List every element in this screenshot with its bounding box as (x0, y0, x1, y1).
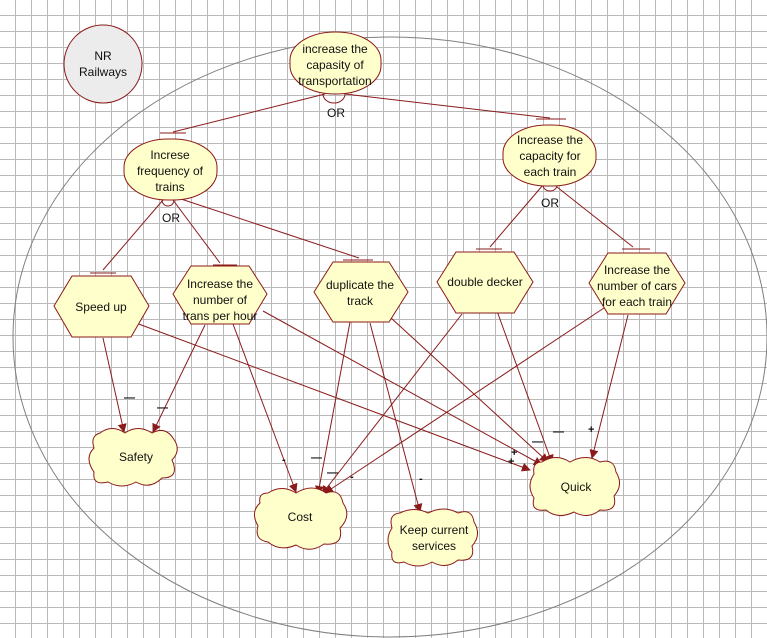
softgoal-label-line: services (412, 539, 456, 553)
task-label-line: for each train (602, 295, 672, 309)
goal-label-line: Increse (150, 148, 190, 162)
contribution-sign: + (588, 424, 594, 436)
goal-increase-capacity-each-train[interactable]: Increase the capacity for each train (502, 124, 597, 187)
softgoal-keep-current-services[interactable]: Keep current services (387, 508, 478, 567)
contribution-sign: - (419, 473, 423, 485)
contribution-links (102, 307, 629, 513)
task-label-line: Increase the (604, 263, 670, 277)
softgoal-label-line: Quick (561, 480, 593, 494)
softgoal-cost[interactable]: Cost (254, 487, 348, 550)
task-label-line: track (347, 294, 374, 308)
or-label: OR (327, 106, 345, 120)
contribution-sign: - (350, 471, 354, 483)
contribution-sign: — (311, 452, 322, 464)
task-label-line: number of cars (597, 279, 677, 293)
task-speed-up[interactable]: Speed up (53, 275, 150, 338)
contribution-sign: — (532, 436, 543, 448)
task-increase-cars-each-train[interactable]: Increase the number of cars for each tra… (588, 252, 686, 315)
softgoal-label-line: Cost (288, 510, 313, 524)
goal-label-line: increase the (302, 42, 368, 56)
contribution-sign: + (508, 456, 514, 468)
softgoal-label-line: Keep current (400, 523, 469, 537)
or-label: OR (541, 196, 559, 210)
goal-label-line: each train (524, 165, 577, 179)
contribution-sign: + (511, 447, 517, 459)
task-label-line: Increase the (187, 277, 253, 291)
goal-label-line: Increase the (517, 133, 583, 147)
task-label-line: trans per hour (183, 309, 258, 323)
contribution-sign: — (157, 402, 168, 414)
goal-increase-frequency-trains[interactable]: Increse frequency of trains (123, 138, 218, 201)
softgoal-label-line: Safety (119, 450, 153, 464)
softgoal-safety[interactable]: Safety (88, 428, 178, 487)
decomposition-links (90, 93, 650, 274)
goal-increase-capacity-transportation[interactable]: increase the capasity of transportation (289, 31, 382, 95)
task-double-decker[interactable]: double decker (436, 251, 534, 314)
task-label-line: duplicate the (326, 278, 394, 292)
actor-label-line: NR (94, 49, 112, 63)
actor-nr-railways[interactable]: NR Railways (63, 24, 143, 104)
goal-label-line: capasity of (306, 58, 364, 72)
contribution-sign: — (327, 467, 338, 479)
actor-boundary (12, 36, 767, 638)
goal-label-line: transportation (298, 74, 371, 88)
task-label-line: double decker (447, 275, 522, 289)
goal-label-line: frequency of (137, 164, 204, 178)
or-label: OR (162, 211, 180, 225)
goal-label-line: trains (155, 180, 184, 194)
contribution-sign: - (282, 454, 286, 466)
task-label-line: number of (193, 293, 248, 307)
task-label-line: Speed up (75, 300, 127, 314)
goal-label-line: capacity for (519, 149, 580, 163)
task-duplicate-track[interactable]: duplicate the track (313, 261, 409, 323)
softgoal-quick[interactable]: Quick (529, 457, 620, 516)
task-increase-trains-per-hour[interactable]: Increase the number of trans per hour (172, 265, 268, 325)
contribution-sign: — (124, 392, 135, 404)
actor-label-line: Railways (79, 65, 127, 79)
contribution-sign: — (553, 426, 564, 438)
